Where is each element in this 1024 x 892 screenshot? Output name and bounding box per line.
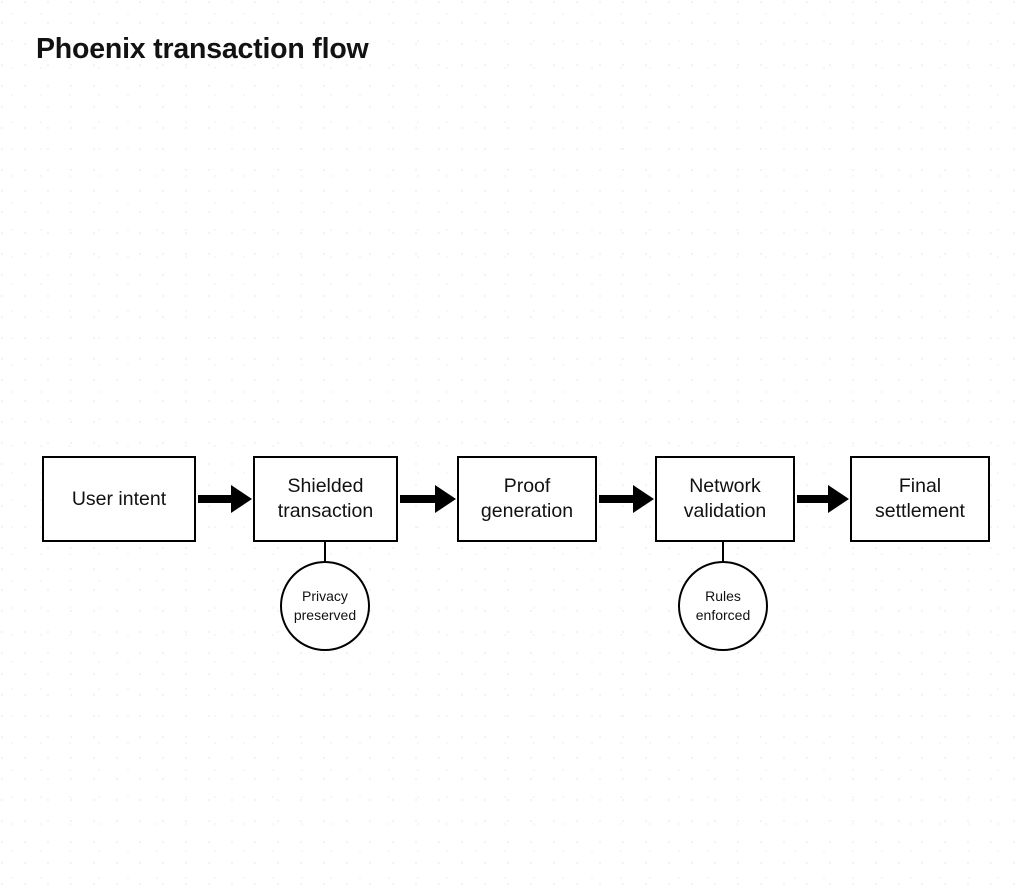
annotation-rules-enforced-label: Rules enforced [695,588,751,623]
node-user-intent-label: User intent [71,487,167,510]
arrow-head [633,485,654,513]
node-shielded-transaction[interactable]: Shielded transaction [253,456,398,542]
arrow-shaft [400,495,438,503]
node-network-validation[interactable]: Network validation [655,456,795,542]
annotation-privacy-preserved[interactable]: Privacy preserved [280,561,370,651]
arrow-head [435,485,456,513]
arrow-shaft [599,495,636,503]
node-final-settlement-label: Final settlement [875,475,965,522]
node-network-validation-label: Network validation [683,475,767,522]
arrow-shaft [797,495,831,503]
annotation-rules-enforced[interactable]: Rules enforced [678,561,768,651]
node-proof-generation-label: Proof generation [480,475,574,522]
arrow-right-icon [599,485,654,513]
arrow-head [828,485,849,513]
arrow-right-icon [198,485,252,513]
node-proof-generation[interactable]: Proof generation [457,456,597,542]
arrow-right-icon [797,485,849,513]
connector-line [324,541,326,562]
page-title: Phoenix transaction flow [36,33,369,65]
arrow-right-icon [400,485,456,513]
node-final-settlement[interactable]: Final settlement [850,456,990,542]
arrow-shaft [198,495,234,503]
connector-line [722,541,724,562]
node-shielded-transaction-label: Shielded transaction [277,475,374,522]
arrow-head [231,485,252,513]
node-user-intent[interactable]: User intent [42,456,196,542]
annotation-privacy-preserved-label: Privacy preserved [293,588,357,623]
